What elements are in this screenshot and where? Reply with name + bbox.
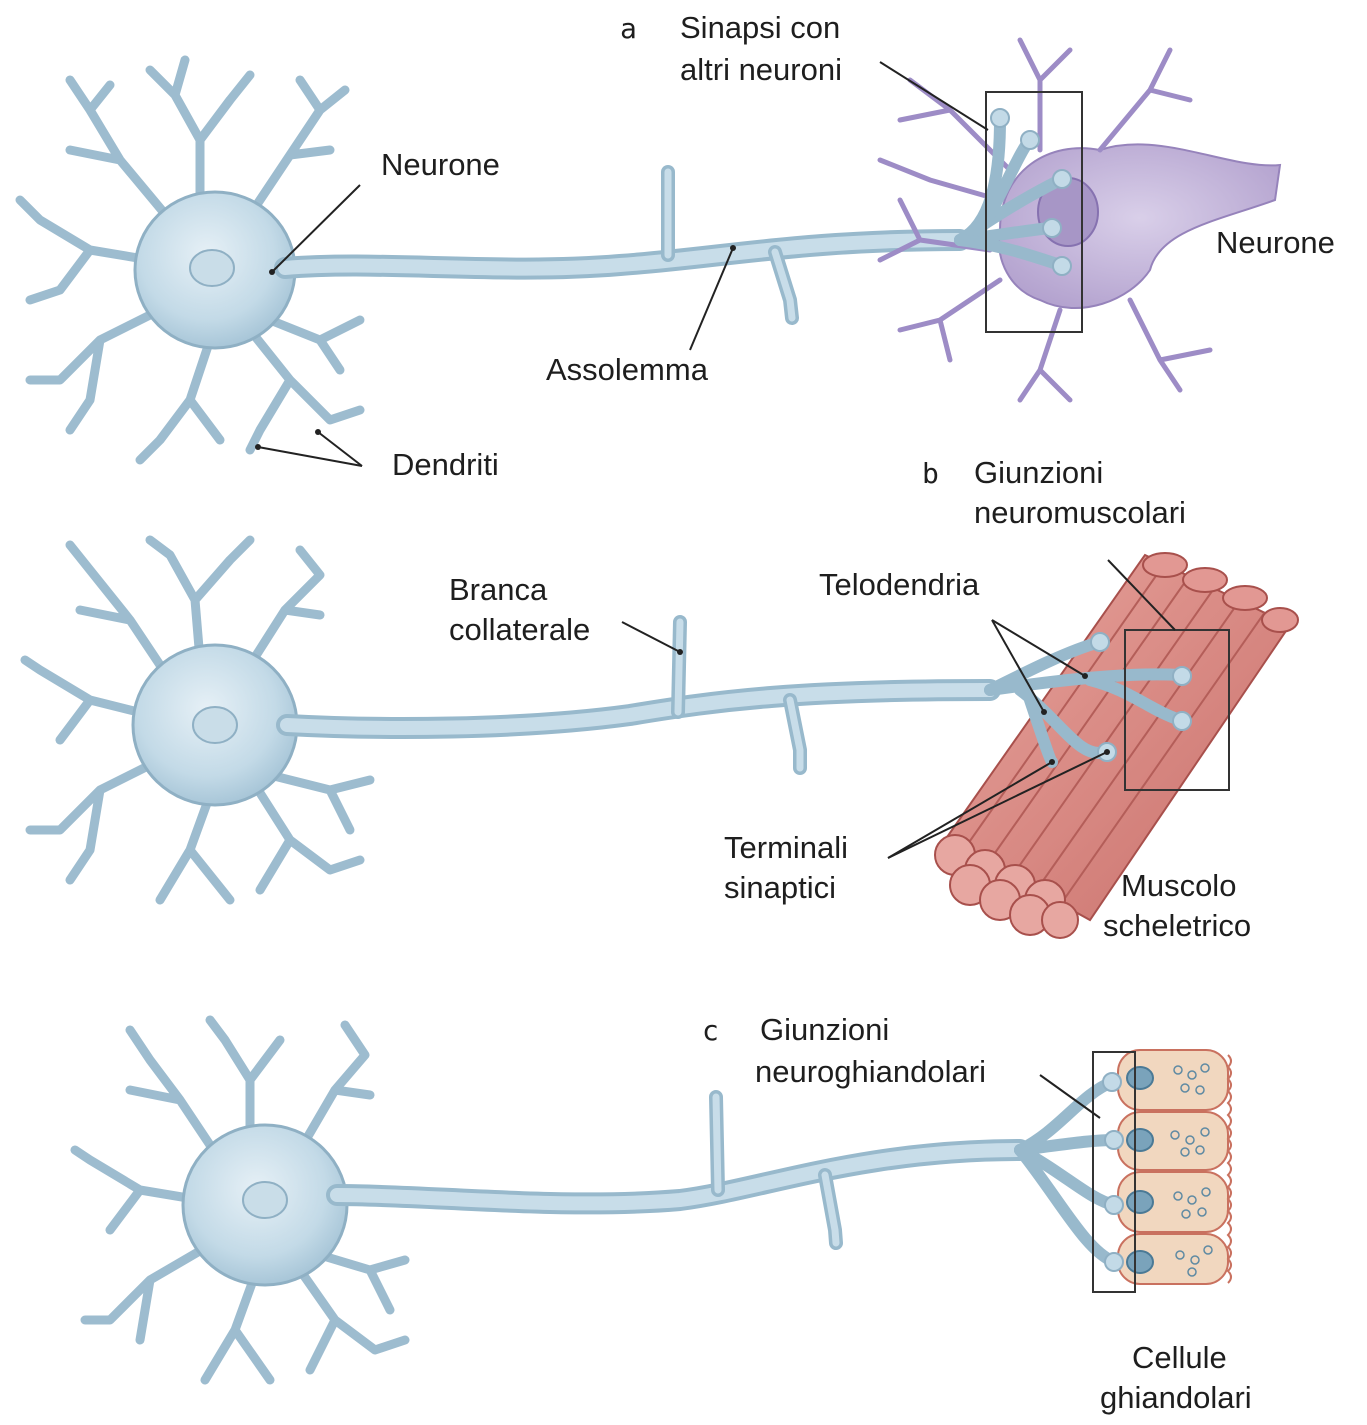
label-muscolo-line1: Muscolo [1121,868,1236,903]
synapse-terminals-c [1020,1073,1123,1271]
label-assolemma: Assolemma [546,352,709,387]
panel-b-letter: b [922,457,939,490]
nucleus-b [193,707,237,743]
neuron-purple [880,40,1280,400]
panel-b: b Giunzioni neuromuscolari Branca collat… [25,455,1298,943]
panel-a-letter: a [620,12,637,45]
label-neurone-right: Neurone [1216,225,1335,260]
label-branca-line1: Branca [449,572,548,607]
label-terminali-line2: sinaptici [724,870,836,905]
panel-c-letter: c [702,1014,719,1047]
label-branca-line2: collaterale [449,612,590,647]
panel-a-title-line1: Sinapsi con [680,10,840,45]
label-dendriti: Dendriti [392,447,499,482]
panel-c: c Giunzioni neuroghiandolari Cellule ghi… [75,1012,1252,1415]
panel-a: a Sinapsi con altri neuroni Neurone Neur… [20,10,1335,482]
panel-b-title-line1: Giunzioni [974,455,1103,490]
label-neurone-left: Neurone [381,147,500,182]
panel-a-title-line2: altri neuroni [680,52,842,87]
label-terminali-line1: Terminali [724,830,848,865]
label-muscolo-line2: scheletrico [1103,908,1251,943]
label-cellule-line1: Cellule [1132,1340,1227,1375]
skeletal-muscle [935,553,1298,938]
label-telodendria: Telodendria [819,567,980,602]
label-cellule-line2: ghiandolari [1100,1380,1252,1415]
panel-c-title-line1: Giunzioni [760,1012,889,1047]
panel-b-title-line2: neuromuscolari [974,495,1186,530]
nucleus-c [243,1182,287,1218]
nucleus-a [190,250,234,286]
panel-c-title-line2: neuroghiandolari [755,1054,986,1089]
